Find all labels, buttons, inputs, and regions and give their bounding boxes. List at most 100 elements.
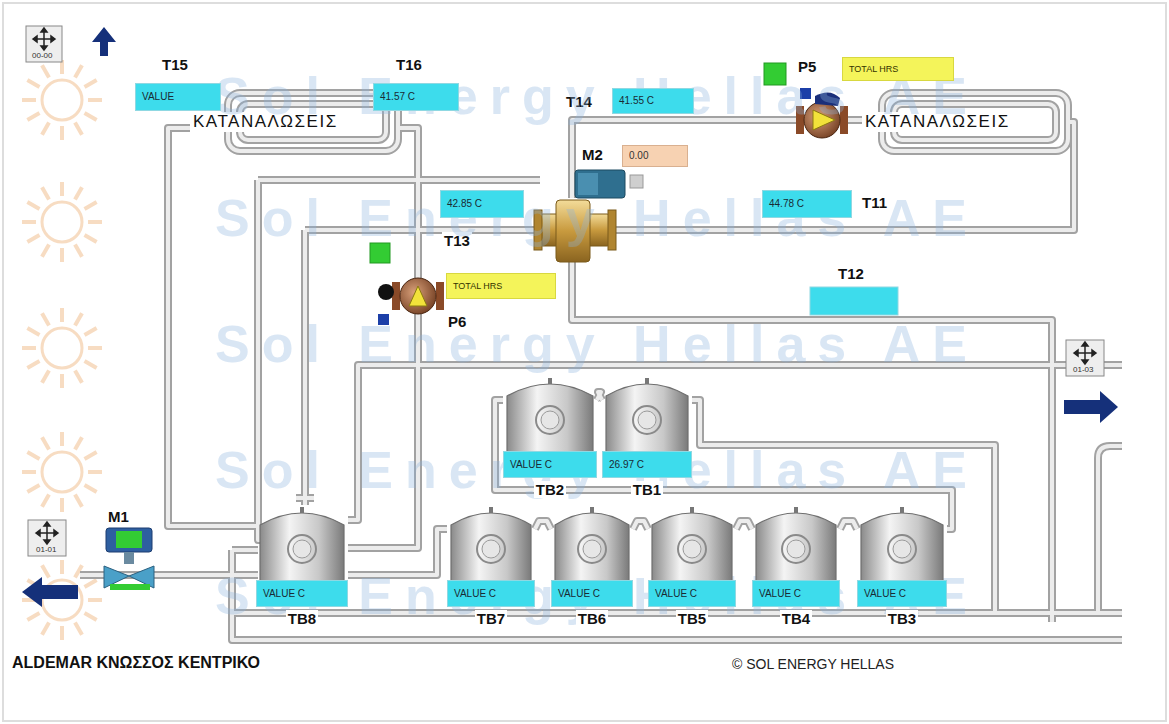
logo-ray <box>88 470 102 474</box>
logo-ray <box>22 346 36 350</box>
logo-ray <box>60 560 64 574</box>
watermark: Sol Energy Hellas AE <box>215 316 979 372</box>
logo-sun <box>42 80 82 120</box>
logo-ray <box>85 452 97 459</box>
logo-ray <box>27 235 39 242</box>
logo-ray <box>85 328 97 335</box>
logo-ray <box>22 98 36 102</box>
logo-ray <box>75 437 82 449</box>
sensor-value: VALUE <box>135 83 221 111</box>
logo-ray <box>60 374 64 388</box>
logo-sun <box>42 328 82 368</box>
tank-name: TB6 <box>576 610 608 627</box>
logo-ray <box>75 313 82 325</box>
tank-body <box>752 505 840 583</box>
storage-tank: VALUE C TB4 <box>752 505 840 628</box>
value-text: VALUE <box>142 91 174 102</box>
tank-name: TB7 <box>447 610 535 628</box>
valve-m1 <box>104 528 154 590</box>
logo-ray <box>22 470 36 474</box>
logo-suns <box>22 60 102 640</box>
tank-temperature: VALUE C <box>857 580 947 607</box>
value-text: 44.78 C <box>769 198 804 209</box>
tank-temperature: VALUE C <box>551 580 633 607</box>
logo-ray <box>42 623 49 635</box>
nav-arrows <box>22 27 1118 607</box>
sensor-name: T15 <box>160 56 190 74</box>
logo-ray <box>27 113 39 120</box>
logo-ray <box>85 580 97 587</box>
tank-name: TB2 <box>534 481 566 498</box>
tank-name: TB4 <box>752 610 840 628</box>
logo-ray <box>27 328 39 335</box>
tank-temperature: VALUE C <box>752 580 840 607</box>
pipe-core <box>80 93 1122 640</box>
tank-body <box>551 505 633 583</box>
tank-name: TB8 <box>286 610 318 627</box>
storage-tank: VALUE C TB6 <box>551 505 633 628</box>
pipe-core <box>840 521 857 529</box>
storage-tank: VALUE CTB7 <box>447 505 535 628</box>
valve-name: M2 <box>580 146 605 164</box>
logo-ray <box>85 202 97 209</box>
pipe-outline <box>633 521 648 529</box>
tank-pipe <box>840 521 857 529</box>
tank-temperature: VALUE C <box>503 451 597 478</box>
logo-ray <box>75 65 82 77</box>
tank-name: TB3 <box>886 610 918 627</box>
logo-ray <box>42 245 49 257</box>
storage-tank: VALUE C TB3 <box>857 505 947 628</box>
logo-ray <box>85 113 97 120</box>
tank-name: TB6 <box>551 610 633 628</box>
sensor-value: 42.85 C <box>440 190 524 218</box>
hours-text: TOTAL HRS <box>849 64 898 74</box>
logo-ray <box>85 485 97 492</box>
tank-name: TB3 <box>857 610 947 628</box>
tank-pipe <box>597 392 602 400</box>
hours-counter: TOTAL HRS <box>842 57 954 81</box>
tank-pipe <box>736 521 752 529</box>
logo-ray <box>88 346 102 350</box>
logo-ray <box>60 308 64 322</box>
logo-ray <box>22 220 36 224</box>
copyright-caption: © SOL ENERGY HELLAS <box>732 656 894 672</box>
tank-pipe <box>633 521 648 529</box>
pipework <box>80 93 1122 640</box>
logo-ray <box>88 98 102 102</box>
logo-ray <box>88 598 102 602</box>
logo-sun <box>42 202 82 242</box>
pipe-core <box>736 521 752 529</box>
nav-code: 01-03 <box>1073 365 1093 374</box>
logo-ray <box>75 495 82 507</box>
logo-sun <box>42 452 82 492</box>
logo-ray <box>60 626 64 640</box>
tank-name: TB8 <box>256 610 348 628</box>
logo-ray <box>75 371 82 383</box>
tank-name: TB7 <box>475 610 507 627</box>
logo-ray <box>42 313 49 325</box>
logo-ray <box>42 123 49 135</box>
storage-tank: VALUE C TB8 <box>256 505 348 628</box>
logo-ray <box>42 187 49 199</box>
plant-title: ALDEMAR ΚΝΩΣΣΟΣ ΚΕΝΤΡΙΚΟ <box>12 654 260 672</box>
value-text: 0.00 <box>629 150 648 161</box>
tank-name: TB2 <box>503 481 597 499</box>
hours-text: TOTAL HRS <box>453 281 502 291</box>
value-text: 41.57 C <box>380 91 415 102</box>
sensor-value: 41.57 C <box>373 83 459 111</box>
logo-ray <box>75 123 82 135</box>
tank-temperature: 26.97 C <box>602 451 692 478</box>
tank-temperature: VALUE C <box>256 580 348 607</box>
logo-ray <box>27 485 39 492</box>
value-text: 42.85 C <box>447 198 482 209</box>
logo-ray <box>75 187 82 199</box>
logo-ray <box>85 235 97 242</box>
storage-tank: 26.97 CTB1 <box>602 376 692 499</box>
pipe-outline <box>535 521 551 529</box>
tank-name: TB5 <box>676 610 708 627</box>
logo-ray <box>27 361 39 368</box>
storage-tank: VALUE CTB5 <box>648 505 736 628</box>
pipe-outline <box>597 392 602 400</box>
logo-ray <box>60 126 64 140</box>
nav-code: 01-01 <box>36 545 56 554</box>
